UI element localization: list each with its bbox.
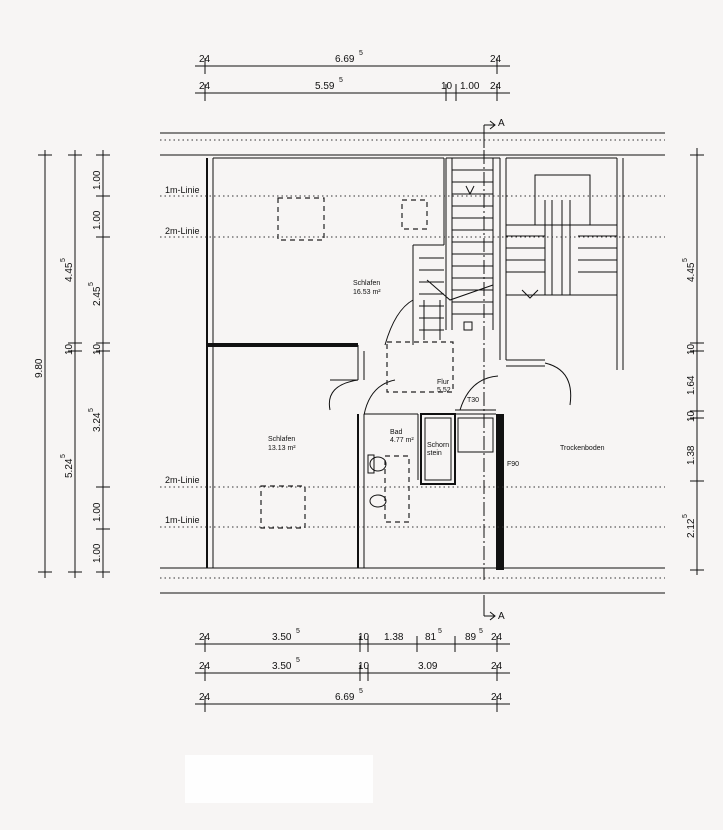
left-col3-a: 1.00 [92,170,103,190]
stair-right [506,174,617,299]
bot1-span-a: 3.50 [272,632,292,643]
chimney-label-2: stein [427,450,442,457]
right-dim-6: 2.12 [686,518,697,538]
room-schlafen-2-area: 13.13 m² [268,445,296,452]
bot3-wall-right: 24 [491,692,503,703]
top-dimension-chains: 24 6.69 5 24 24 5.59 5 10 1.00 24 [195,50,510,101]
section-label-top: A [498,118,505,129]
top2-span2: 1.00 [460,81,480,92]
left-col3-d: 3.24 [92,412,103,432]
bot2-span-b: 3.09 [418,661,438,672]
top1-overall-sup: 5 [359,50,363,57]
bot2-span-a-sup: 5 [296,657,300,664]
bath-fixtures [367,454,387,508]
right-dim-1-sup: 5 [682,258,689,262]
blank-label-area [185,755,373,803]
left-col2-lower-sup: 5 [60,454,67,458]
left-col2-wall: 10 [64,343,75,355]
left-col3-wall: 10 [92,343,103,355]
bot2-wall-left: 24 [199,661,211,672]
bot1-wall-mid: 10 [358,632,370,643]
room-flur-area: 5.52 [437,387,451,394]
left-col3-c-sup: 5 [88,282,95,286]
room-schlafen-1-name: Schlafen [353,280,380,287]
room-flur-name: Flur [437,379,450,386]
right-dim-6-sup: 5 [682,514,689,518]
left-col3-f: 1.00 [92,543,103,563]
top2-wall-mid: 10 [441,81,453,92]
right-dim-2: 10 [686,343,697,355]
bot1-span-a-sup: 5 [296,628,300,635]
right-dim-5: 1.38 [686,445,697,465]
section-line-a: A A [483,118,505,622]
top2-wall-right: 24 [490,81,502,92]
height-lines: 1m-Linie 2m-Linie 2m-Linie 1m-Linie [160,185,665,528]
bot2-span-a: 3.50 [272,661,292,672]
label-1m-line-top: 1m-Linie [165,185,200,195]
left-col2-lower: 5.24 [64,458,75,478]
room-trockenboden: Trockenboden [560,445,605,452]
bot1-span-b: 1.38 [384,632,404,643]
bot2-wall-right: 24 [491,661,503,672]
right-dim-4: 10 [686,410,697,422]
room-labels: Schlafen 16.53 m² Schlafen 13.13 m² Flur… [268,280,605,468]
bot1-span-c: 81 [425,632,437,643]
bot1-wall-right: 24 [491,632,503,643]
top2-span-sup: 5 [339,77,343,84]
door-t30-label: T30 [467,397,479,404]
bot1-span-c-sup: 5 [438,628,442,635]
chimney-label-1: Schorn [427,442,449,449]
right-dimension-chain: 4.45 5 10 1.64 10 1.38 2.12 5 [682,148,704,575]
room-schlafen-2-name: Schlafen [268,436,295,443]
left-col2-upper: 4.45 [64,262,75,282]
bot3-wall-left: 24 [199,692,211,703]
left-col3-e: 1.00 [92,502,103,522]
top2-span: 5.59 [315,81,335,92]
bot1-span-d-sup: 5 [479,628,483,635]
building-walls [160,132,665,594]
top1-wall-right: 24 [490,54,502,65]
label-1m-line-bottom: 1m-Linie [165,515,200,525]
right-dim-1: 4.45 [686,262,697,282]
bot3-overall-sup: 5 [359,688,363,695]
top2-wall-left: 24 [199,81,211,92]
left-col2-upper-sup: 5 [60,258,67,262]
label-2m-line-top: 2m-Linie [165,226,200,236]
bot3-overall: 6.69 [335,692,355,703]
left-total: 9.80 [34,358,45,378]
bot2-wall-mid: 10 [358,661,370,672]
left-col3-c: 2.45 [92,286,103,306]
section-label-bottom: A [498,611,505,622]
bot1-wall-left: 24 [199,632,211,643]
bottom-dimension-chains: 24 3.50 5 10 1.38 81 5 89 5 24 24 3.50 5… [195,628,510,712]
bot1-span-d: 89 [465,632,477,643]
top1-wall-left: 24 [199,54,211,65]
left-dimension-chains: 9.80 4.45 5 10 5.24 5 1.00 1.00 2.45 5 1… [34,150,110,578]
room-schlafen-1-area: 16.53 m² [353,289,381,296]
wall-f90-label: F90 [507,461,519,468]
left-col3-d-sup: 5 [88,408,95,412]
room-bad-area: 4.77 m² [390,437,414,444]
room-bad-name: Bad [390,429,403,436]
left-col3-b: 1.00 [92,210,103,230]
stair-left [419,169,494,340]
door-swings [328,299,572,416]
top1-overall: 6.69 [335,54,355,65]
label-2m-line-bottom: 2m-Linie [165,475,200,485]
right-dim-3: 1.64 [686,375,697,395]
